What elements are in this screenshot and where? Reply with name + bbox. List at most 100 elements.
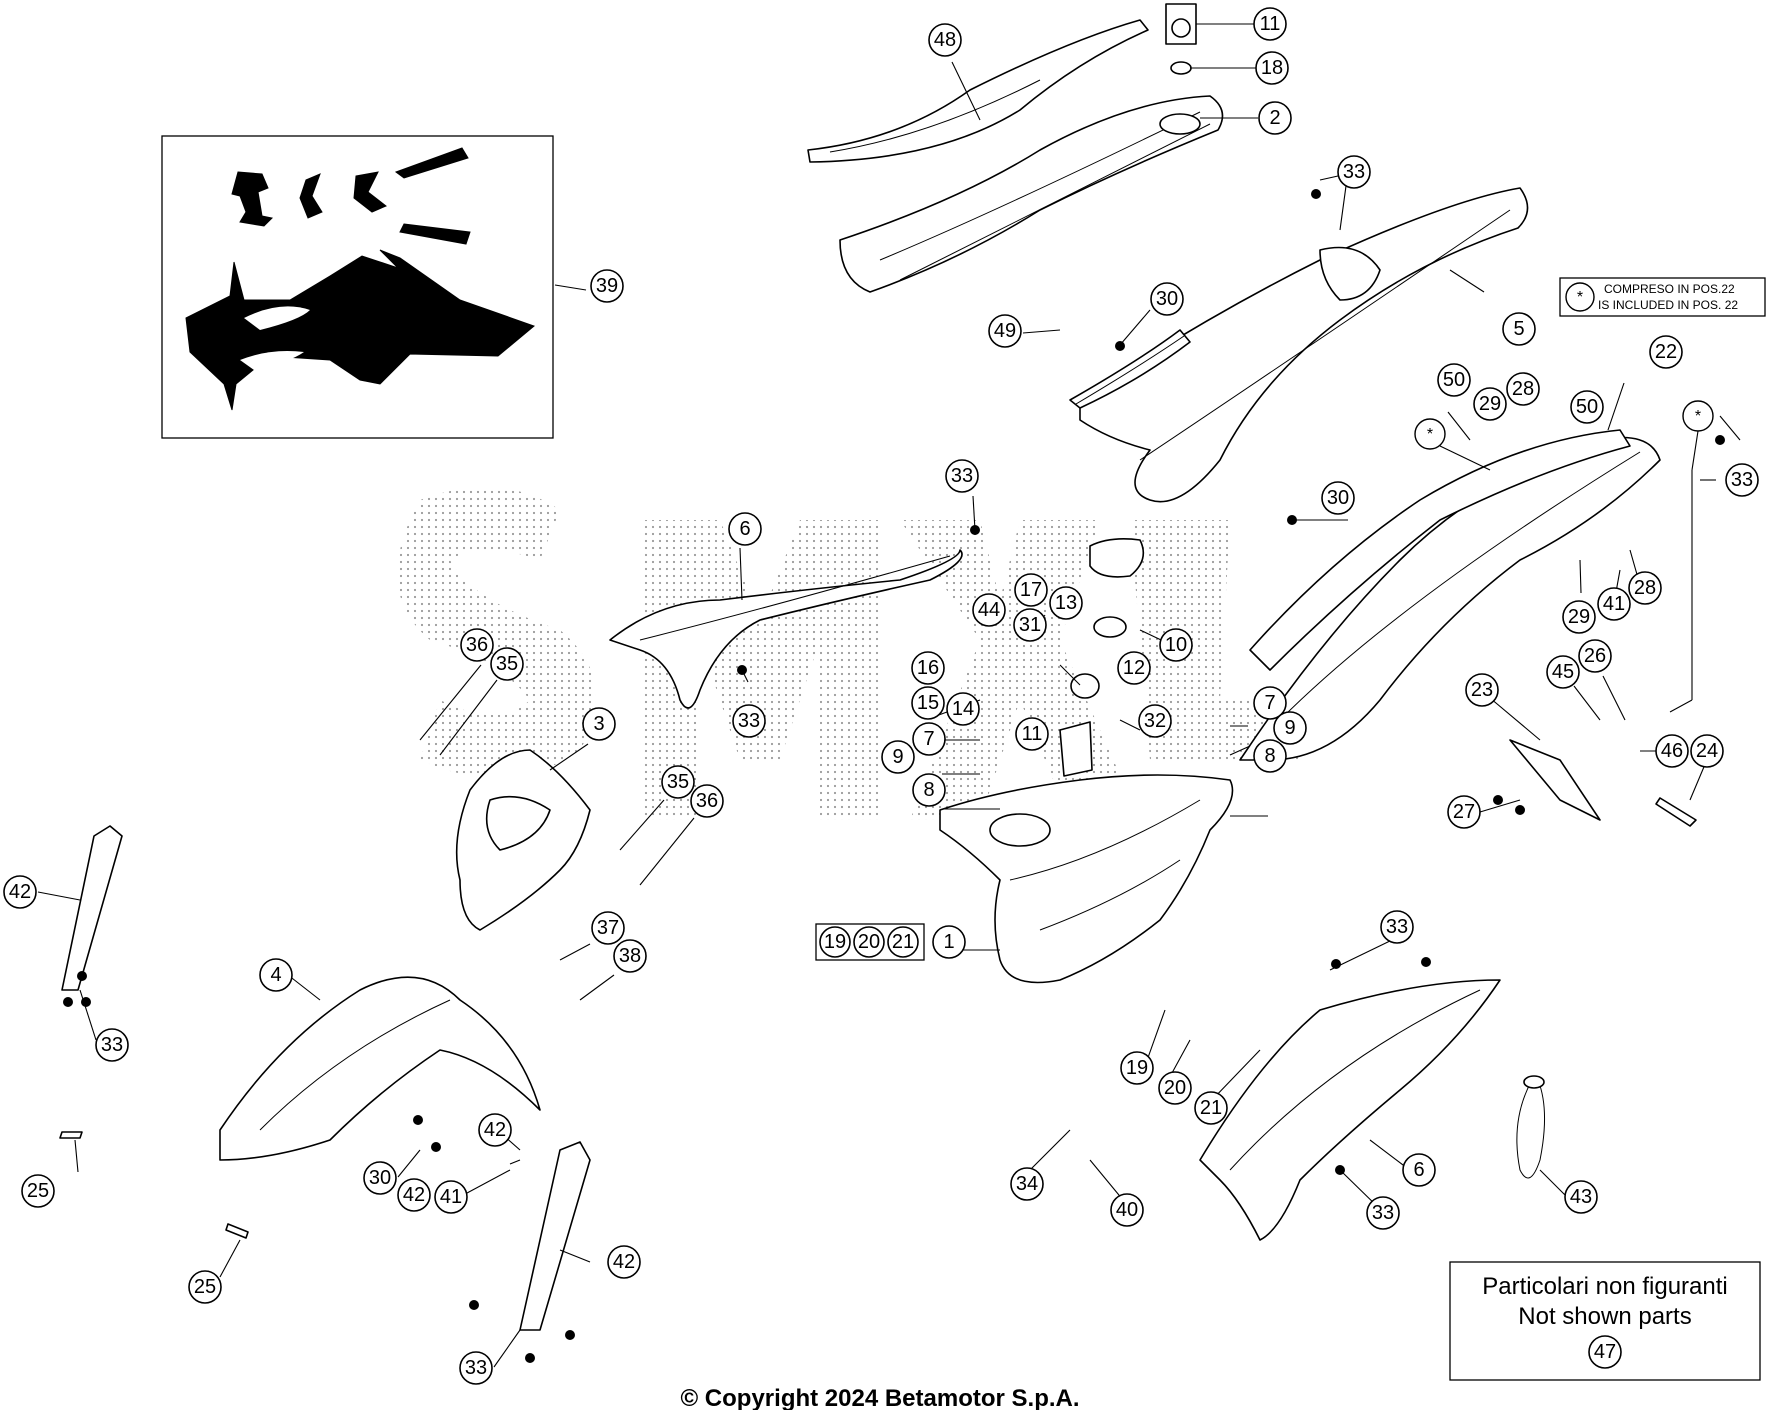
- svg-text:30: 30: [1156, 288, 1178, 310]
- svg-text:26: 26: [1584, 645, 1606, 667]
- callout-1: 1: [932, 925, 966, 959]
- callout-15: 15: [911, 686, 945, 720]
- callout-14: 14: [946, 692, 980, 726]
- callout-9-a: 9: [881, 740, 915, 774]
- callout-6-a: 6: [728, 512, 762, 546]
- svg-text:33: 33: [1343, 161, 1365, 183]
- callout-22: 22: [1649, 335, 1683, 369]
- svg-text:17: 17: [1020, 579, 1042, 601]
- callout-34: 34: [1010, 1167, 1044, 1201]
- callout-5: 5: [1502, 312, 1536, 346]
- svg-text:9: 9: [1284, 717, 1295, 739]
- callout-19: 19: [1120, 1051, 1154, 1085]
- svg-text:46: 46: [1661, 740, 1683, 762]
- asterisk-marker-2: *: [1695, 408, 1701, 425]
- svg-text:20: 20: [1164, 1077, 1186, 1099]
- svg-text:11: 11: [1022, 723, 1043, 745]
- svg-text:28: 28: [1634, 577, 1656, 599]
- svg-text:36: 36: [696, 790, 718, 812]
- svg-text:18: 18: [1261, 57, 1283, 79]
- callout-12: 12: [1117, 651, 1151, 685]
- callout-4: 4: [259, 958, 293, 992]
- asterisk-marker-1: *: [1427, 426, 1433, 443]
- callout-42-a: 42: [3, 875, 37, 909]
- callout-7-a: 7: [912, 722, 946, 756]
- callout-36-b: 36: [690, 784, 724, 818]
- callout-23: 23: [1465, 673, 1499, 707]
- seat-base: [839, 95, 1224, 293]
- callout-17: 17: [1014, 573, 1048, 607]
- svg-text:23: 23: [1471, 679, 1493, 701]
- svg-text:7: 7: [923, 728, 934, 750]
- svg-text:42: 42: [9, 881, 31, 903]
- callout-35-a: 35: [490, 647, 524, 681]
- callout-38: 38: [613, 939, 647, 973]
- svg-text:29: 29: [1568, 606, 1590, 628]
- callout-9-b: 9: [1273, 711, 1307, 745]
- svg-text:22: 22: [1655, 341, 1677, 363]
- decal-kit-box: [161, 135, 554, 439]
- wiring-loop: [1516, 1075, 1545, 1179]
- callout-41-a: 41: [1597, 587, 1631, 621]
- callout-42-d: 42: [607, 1245, 641, 1279]
- svg-text:12: 12: [1123, 657, 1145, 679]
- fuel-pump-parts: [1059, 538, 1145, 777]
- svg-text:31: 31: [1019, 614, 1041, 636]
- svg-text:33: 33: [1386, 916, 1408, 938]
- svg-text:2: 2: [1269, 107, 1280, 129]
- svg-text:8: 8: [1264, 745, 1275, 767]
- callout-24: 24: [1690, 734, 1724, 768]
- callout-21: 21: [1194, 1091, 1228, 1125]
- side-panel-upper: [609, 549, 963, 709]
- svg-text:10: 10: [1165, 634, 1187, 656]
- callout-33-a: 33: [1337, 155, 1371, 189]
- group-box-19-20-21: [815, 923, 925, 961]
- svg-text:44: 44: [978, 599, 1000, 621]
- svg-text:37: 37: [597, 917, 619, 939]
- svg-text:30: 30: [369, 1167, 391, 1189]
- callout-29-a: 29: [1473, 387, 1507, 421]
- callout-18: 18: [1255, 51, 1289, 85]
- svg-text:28: 28: [1512, 378, 1534, 400]
- svg-text:33: 33: [738, 710, 760, 732]
- svg-text:45: 45: [1552, 661, 1574, 683]
- svg-text:13: 13: [1055, 592, 1077, 614]
- fork-guard-left: [61, 825, 123, 991]
- svg-text:27: 27: [1453, 801, 1475, 823]
- rear-subframe: [1239, 429, 1661, 761]
- callout-33-f: 33: [1380, 910, 1414, 944]
- callout-39: 39: [590, 269, 624, 303]
- svg-text:42: 42: [484, 1119, 506, 1141]
- hardware: [63, 189, 1725, 1363]
- svg-text:33: 33: [101, 1034, 123, 1056]
- rear-mount-bracket: [1069, 329, 1191, 409]
- fuel-cap-top: [1165, 3, 1197, 75]
- svg-text:33: 33: [951, 465, 973, 487]
- svg-text:9: 9: [892, 746, 903, 768]
- callout-49: 49: [988, 314, 1022, 348]
- callout-2: 2: [1258, 101, 1292, 135]
- svg-text:21: 21: [1200, 1097, 1222, 1119]
- svg-text:50: 50: [1576, 396, 1598, 418]
- callout-31: 31: [1013, 608, 1047, 642]
- callout-44: 44: [972, 593, 1006, 627]
- seat: [807, 19, 1149, 163]
- svg-text:24: 24: [1696, 740, 1718, 762]
- svg-text:6: 6: [1413, 1159, 1424, 1181]
- copyright-text: © Copyright 2024 Betamotor S.p.A.: [680, 1385, 1079, 1410]
- callout-11-mid: 11: [1015, 717, 1049, 751]
- svg-text:20: 20: [858, 931, 880, 953]
- svg-text:42: 42: [613, 1251, 635, 1273]
- svg-text:4: 4: [270, 964, 281, 986]
- svg-text:16: 16: [917, 657, 939, 679]
- callout-42-c: 42: [478, 1113, 512, 1147]
- svg-text:41: 41: [1603, 593, 1625, 615]
- callout-41-b: 41: [434, 1180, 468, 1214]
- plate-holder: [59, 739, 1697, 1239]
- note-asterisk: *: [1577, 289, 1583, 306]
- svg-text:3: 3: [593, 713, 604, 735]
- callout-33-d: 33: [732, 704, 766, 738]
- callout-30-c: 30: [363, 1161, 397, 1195]
- callout-10: 10: [1159, 628, 1193, 662]
